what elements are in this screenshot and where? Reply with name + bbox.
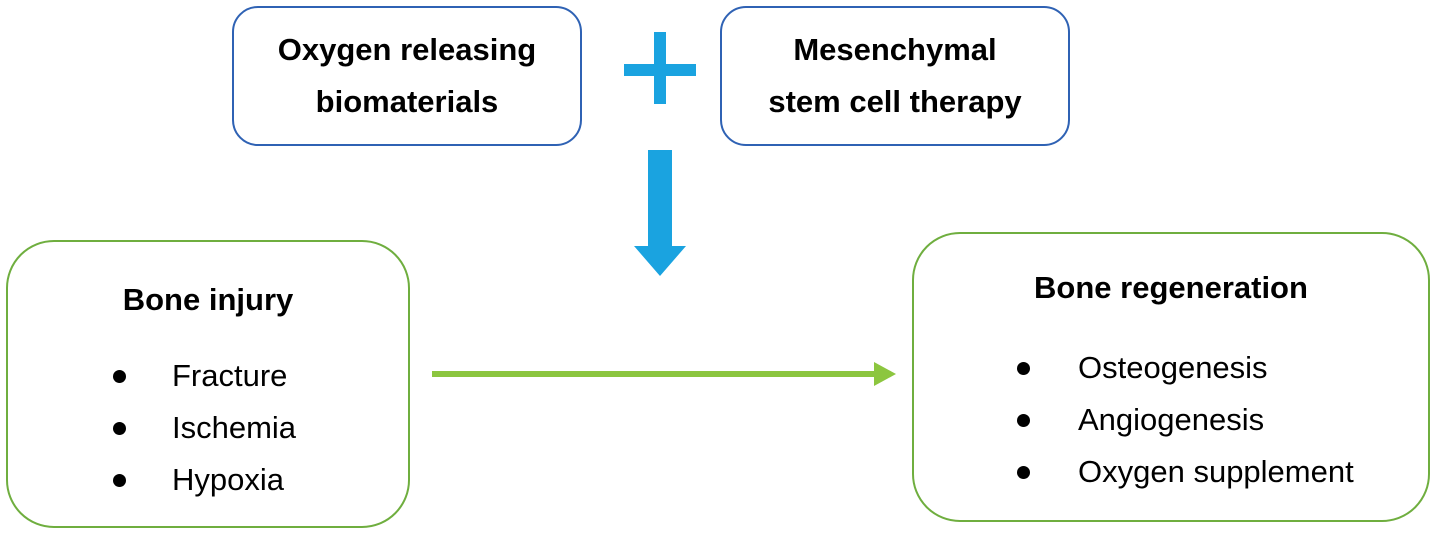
bone-regeneration-list: Osteogenesis Angiogenesis Oxygen supplem… <box>914 342 1428 498</box>
oxygen-label-line2: biomaterials <box>315 84 499 119</box>
list-item: Osteogenesis <box>914 342 1428 394</box>
list-item: Angiogenesis <box>914 394 1428 446</box>
list-item-text: Fracture <box>172 358 288 393</box>
bullet-icon <box>1017 414 1030 427</box>
flow-arrow-icon <box>432 362 896 386</box>
bullet-icon <box>1017 466 1030 479</box>
bullet-icon <box>113 474 126 487</box>
bone-injury-title: Bone injury <box>122 282 294 317</box>
flow-arrow-shaft <box>432 371 878 377</box>
list-item-text: Oxygen supplement <box>1078 454 1354 489</box>
bone-regeneration-title: Bone regeneration <box>1034 270 1308 305</box>
msc-label-line1: Mesenchymal <box>793 32 997 67</box>
bullet-icon <box>113 370 126 383</box>
list-item: Hypoxia <box>8 454 408 506</box>
list-item-text: Angiogenesis <box>1078 402 1265 437</box>
list-item: Ischemia <box>8 402 408 454</box>
oxygen-releasing-biomaterials-box: Oxygen releasing biomaterials <box>232 6 582 146</box>
bone-injury-panel: Bone injury Fracture Ischemia Hypoxia <box>6 240 410 528</box>
oxygen-releasing-biomaterials-label: Oxygen releasing biomaterials <box>278 24 536 128</box>
bullet-icon <box>1017 362 1030 375</box>
bone-injury-list: Fracture Ischemia Hypoxia <box>8 350 408 506</box>
list-item-text: Ischemia <box>172 410 297 445</box>
down-arrow-icon <box>634 150 686 276</box>
list-item-text: Hypoxia <box>172 462 284 497</box>
mesenchymal-stem-cell-therapy-box: Mesenchymal stem cell therapy <box>720 6 1070 146</box>
mesenchymal-stem-cell-therapy-label: Mesenchymal stem cell therapy <box>768 24 1021 128</box>
flow-arrow-head <box>874 362 896 386</box>
list-item: Fracture <box>8 350 408 402</box>
list-item: Oxygen supplement <box>914 446 1428 498</box>
plus-vertical-bar <box>654 32 666 104</box>
msc-label-line2: stem cell therapy <box>768 84 1022 119</box>
oxygen-label-line1: Oxygen releasing <box>277 32 537 67</box>
bone-regeneration-panel: Bone regeneration Osteogenesis Angiogene… <box>912 232 1430 522</box>
plus-icon <box>624 32 696 104</box>
list-item-text: Osteogenesis <box>1078 350 1268 385</box>
bullet-icon <box>113 422 126 435</box>
